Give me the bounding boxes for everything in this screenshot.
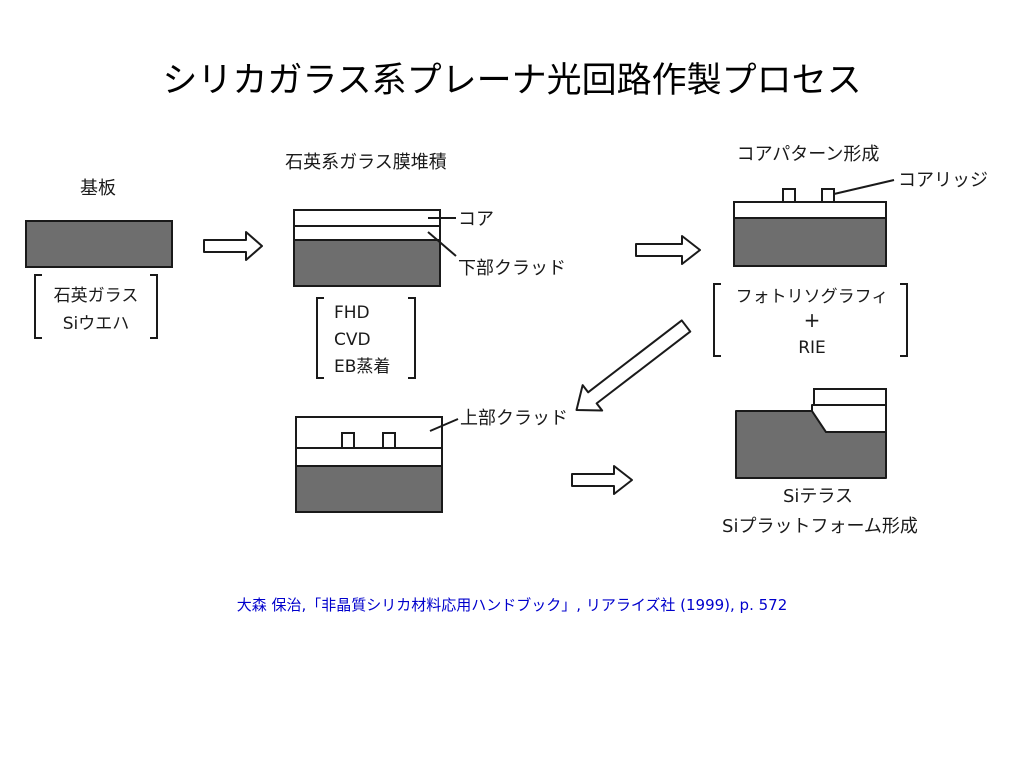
method-plus: + [804, 308, 821, 332]
terrace-clad-layer [811, 404, 887, 433]
lower-clad-label: 下部クラッド [458, 258, 566, 279]
citation: 大森 保治,「非晶質シリカ材料応用ハンドブック」, リアライズ社 (1999),… [236, 596, 788, 614]
arrow-right-3 [571, 465, 633, 495]
pattern-substrate [733, 217, 887, 267]
pattern-bracket-right [900, 283, 908, 357]
method-fhd: FHD [334, 303, 370, 323]
upper-clad-leader-line [429, 418, 459, 432]
core-ridge-left [782, 188, 796, 203]
arrow-down-left [575, 319, 692, 412]
terrace-upper-layer [813, 388, 887, 406]
upper-core-right [382, 432, 396, 449]
deposition-core-layer [293, 209, 441, 227]
method-photolithography: フォトリソグラフィ [736, 287, 889, 307]
deposition-substrate [293, 239, 441, 287]
deposition-bracket-left [316, 297, 324, 379]
arrow-right-1 [203, 231, 263, 261]
substrate-material-si: Siウエハ [63, 314, 130, 334]
method-eb: EB蒸着 [334, 357, 390, 377]
upper-clad-label: 上部クラッド [460, 408, 568, 429]
upper-core-left [341, 432, 355, 449]
core-ridge-right [821, 188, 835, 203]
page-title: シリカガラス系プレーナ光回路作製プロセス [162, 61, 862, 101]
substrate-bracket-left [34, 274, 42, 339]
core-label: コア [458, 209, 494, 230]
ridge-leader-line [833, 179, 895, 195]
substrate-heading: 基板 [80, 178, 116, 199]
method-rie: RIE [798, 338, 826, 358]
pattern-lower-clad [733, 201, 887, 219]
deposition-heading: 石英系ガラス膜堆積 [285, 152, 447, 173]
substrate-block [25, 220, 173, 268]
upper-lower-clad [295, 447, 443, 467]
substrate-bracket-right [150, 274, 158, 339]
upper-clad-layer [295, 416, 443, 449]
method-cvd: CVD [334, 330, 371, 350]
core-pattern-heading: コアパターン形成 [737, 144, 880, 165]
substrate-material-quartz: 石英ガラス [54, 286, 139, 306]
deposition-bracket-right [408, 297, 416, 379]
lower-clad-leader-line [427, 231, 457, 257]
pattern-bracket-left [713, 283, 721, 357]
terrace-label: Siテラス [783, 486, 853, 507]
ridge-label: コアリッジ [898, 170, 988, 191]
deposition-lower-clad [293, 225, 441, 241]
upper-substrate [295, 465, 443, 513]
platform-label: Siプラットフォーム形成 [722, 516, 918, 537]
arrow-right-2 [635, 235, 701, 265]
